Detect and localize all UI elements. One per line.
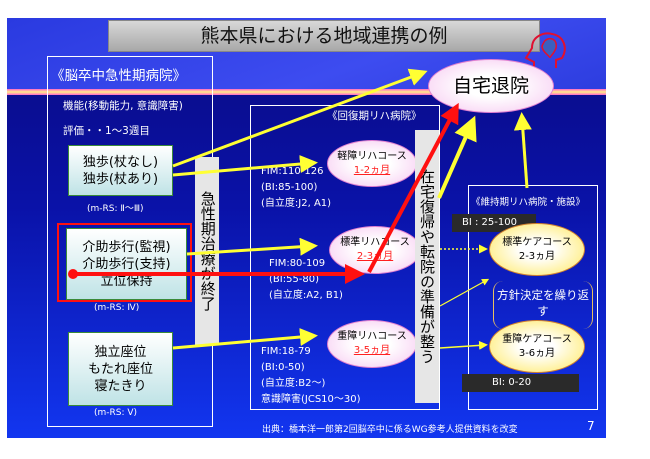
recovery-header: 《回復期リハ病院》 (327, 110, 422, 122)
box-line: 立位保持 (100, 273, 153, 289)
level-text: (自立度:J2, A1) (261, 198, 332, 209)
box-line: 介助歩行(支持) (82, 256, 171, 272)
red-arrow-to-home (367, 102, 459, 273)
policy-text: 方針決定を繰り返す (493, 281, 593, 329)
level-text: (自立度:A2, B1) (269, 290, 343, 301)
course-period: 1-2ヵ月 (353, 164, 391, 176)
divider-stripe (7, 89, 606, 95)
fim-text: FIM:110-126 (261, 166, 324, 177)
fim-light: FIM:110-126 (BI:85-100) (自立度:J2, A1) (261, 164, 331, 212)
box-assisted-walk: 介助歩行(監視) 介助歩行(支持) 立位保持 (66, 228, 187, 300)
fim-text: FIM:80-109 (269, 258, 326, 269)
fim-severe: FIM:18-79 (BI:0-50) (自立度:B2〜) 意識障害(JCS10… (261, 344, 361, 408)
course-light-rehab: 軽障リハコース 1-2ヵ月 (327, 140, 417, 187)
function-label: 機能(移動能力, 意識障害) (63, 100, 183, 112)
course-name: 重障リハコース (337, 331, 407, 342)
care-standard-course: 標準ケアコース 2-3ヵ月 (489, 223, 585, 276)
fim-text: FIM:18-79 (261, 346, 311, 357)
maintenance-header: 《維持期リハ病院・施設》 (471, 197, 586, 208)
maintenance-frame (468, 185, 598, 410)
brain-head-logo-icon (524, 32, 566, 72)
bi-low-label: BI: 0-20 (462, 374, 579, 392)
acute-header: 《脳卒中急性期病院》 (51, 68, 186, 84)
acute-complete-label: 急性期治療が終了 (195, 157, 219, 345)
course-period: 3-6ヵ月 (518, 347, 556, 359)
arrow-recovery-home (437, 115, 477, 199)
box-line: もたれ座位 (87, 361, 153, 377)
level-text: (自立度:B2〜) (261, 378, 326, 389)
bi-text: (BI:85-100) (261, 182, 318, 193)
mrs-label: (m-RS: Ⅳ) (94, 303, 140, 313)
arrow-to-severe (172, 328, 318, 350)
arrow-to-standard (186, 237, 318, 256)
course-severe-rehab: 重障リハコース 3-5ヵ月 (327, 320, 417, 368)
highlight-frame (57, 223, 192, 302)
arrow-to-severe-care (439, 340, 488, 350)
course-name: 標準ケアコース (502, 236, 572, 248)
box-line: 介助歩行(監視) (82, 239, 171, 255)
box-line: 独歩(杖あり) (82, 171, 159, 187)
arrow-to-home (172, 68, 428, 168)
box-line: 寝たきり (94, 378, 147, 394)
slide: 熊本県における地域連携の例 《脳卒中急性期病院》 機能(移動能力, 意識障害) … (7, 18, 606, 438)
source-citation: 出典：橋本洋一郎第2回脳卒中に係るWG参考人提供資料を改変 (262, 425, 518, 435)
arrow-to-standard-care (439, 278, 490, 307)
course-name: 軽障リハコース (337, 150, 407, 162)
box-sitting: 独立座位 もたれ座位 寝たきり (68, 332, 173, 406)
course-period: 2-3ヵ月 (518, 250, 556, 262)
care-severe-course: 重障ケアコース 3-6ヵ月 (489, 320, 585, 373)
box-line: 独歩(杖なし) (82, 154, 159, 170)
slide-title: 熊本県における地域連携の例 (108, 20, 540, 52)
mrs-label: (m-RS: Ⅱ〜Ⅲ) (87, 204, 144, 214)
bi-text: (BI:55-80) (269, 274, 320, 285)
recovery-hospital-frame (250, 105, 440, 410)
course-period: 3-5ヵ月 (353, 345, 391, 356)
evaluation-label: 評価・・1〜3週目 (63, 125, 150, 137)
course-standard-rehab: 標準リハコース 2-3ヵ月 (329, 226, 421, 274)
flow-arrows (68, 68, 532, 350)
mrs-label: (m-RS: Ⅴ) (94, 408, 138, 418)
consciousness-text: 意識障害(JCS10〜30) (261, 394, 361, 405)
bi-text: (BI:0-50) (261, 362, 305, 373)
page-number: 7 (587, 419, 595, 433)
fim-standard: FIM:80-109 (BI:55-80) (自立度:A2, B1) (269, 256, 343, 304)
box-independent-walk: 独歩(杖なし) 独歩(杖あり) (68, 145, 173, 196)
box-line: 独立座位 (94, 344, 147, 360)
arrow-maintenance-home (513, 112, 532, 189)
course-name: 重障ケアコース (502, 333, 572, 345)
course-name: 標準リハコース (340, 237, 410, 248)
arrow-to-light (172, 155, 318, 177)
